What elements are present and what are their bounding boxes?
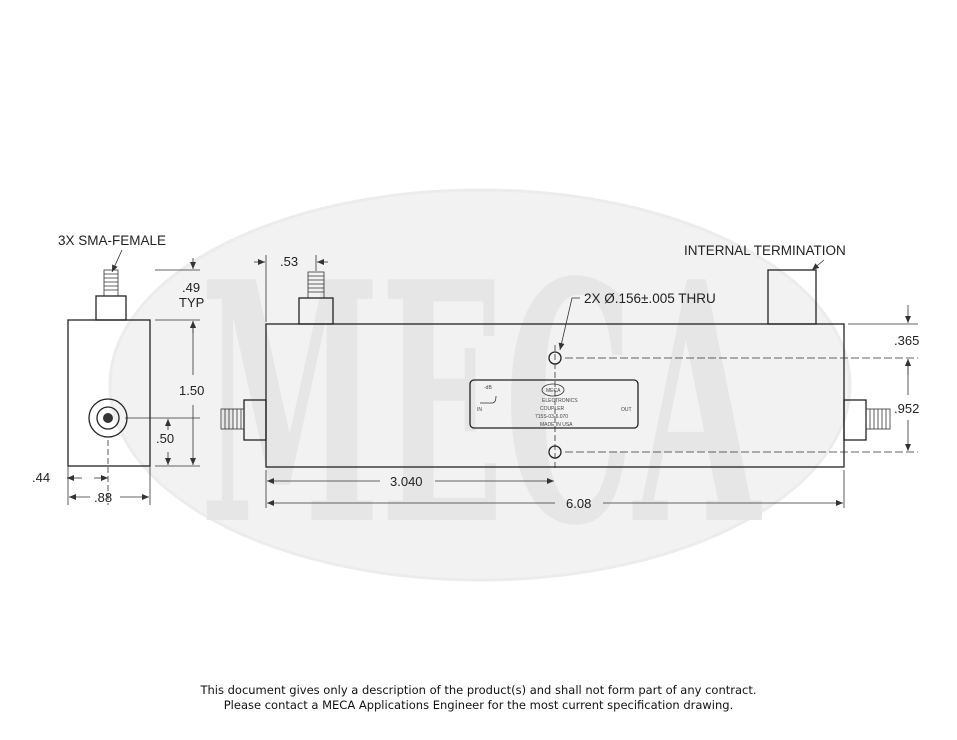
dim-connector-height-note: TYP [179, 295, 204, 310]
label-plate: MECA ELECTRONICS COUPLER 715S-03-6.070 M… [469, 379, 639, 429]
callout-connectors: 3X SMA-FEMALE [58, 233, 166, 248]
mounting-holes [548, 345, 562, 470]
callout-holes: 2X Ø.156±.005 THRU [584, 291, 716, 306]
plate-coupled: -dB [484, 385, 492, 391]
front-right-connector [843, 399, 891, 441]
plate-brand: MECA [546, 388, 561, 394]
plate-product: COUPLER [540, 406, 565, 412]
dim-height: 1.50 [179, 383, 204, 398]
side-top-connector [95, 269, 127, 321]
disclaimer-line-1: This document gives only a description o… [200, 683, 757, 697]
dim-length: 6.08 [566, 496, 591, 511]
side-view: .44 .88 3X SMA-FEMALE .49 TYP 1.50 .50 [32, 233, 204, 505]
dim-hole-spacing: .952 [894, 401, 919, 416]
dim-side-half-width: .44 [32, 470, 50, 485]
callout-termination: INTERNAL TERMINATION [684, 243, 846, 258]
plate-out: OUT [621, 407, 632, 413]
dim-side-connector-center: .50 [156, 431, 174, 446]
internal-termination-block [767, 269, 817, 325]
watermark-text: MECA [200, 210, 763, 598]
disclaimer-line-2: Please contact a MECA Applications Engin… [223, 698, 734, 712]
dim-mid-length: 3.040 [390, 474, 423, 489]
front-left-connector [220, 399, 267, 441]
dim-side-width: .88 [94, 490, 112, 505]
front-view: MECA ELECTRONICS COUPLER 715S-03-6.070 M… [220, 243, 919, 511]
plate-origin: MADE IN USA [540, 422, 573, 428]
front-top-connector [298, 271, 334, 325]
meca-watermark-logo: MECA [108, 188, 852, 598]
dim-top-connector-offset: .53 [280, 254, 298, 269]
dim-connector-height: .49 [182, 280, 200, 295]
plate-in: IN [477, 407, 482, 413]
dim-hole-offset: .365 [894, 333, 919, 348]
plate-part-number: 715S-03-6.070 [535, 414, 568, 420]
plate-subtitle: ELECTRONICS [542, 398, 578, 404]
